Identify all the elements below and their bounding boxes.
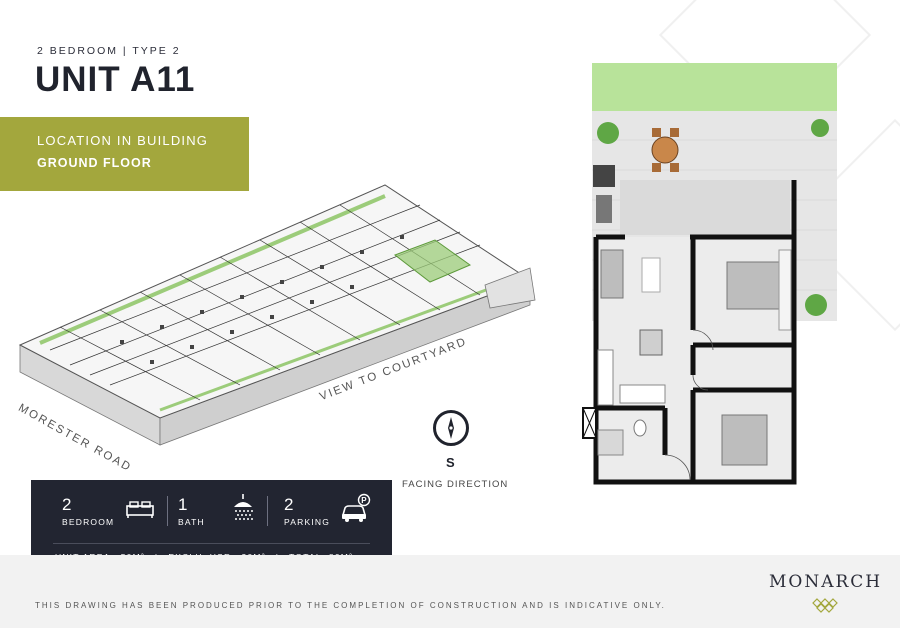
landscape-strip bbox=[39, 194, 386, 345]
stats-divider-line bbox=[53, 543, 370, 544]
page-title: UNIT A11 bbox=[35, 60, 196, 99]
bedroom-count: 2 bbox=[62, 495, 72, 514]
floor-plan-walls bbox=[593, 180, 797, 485]
outdoor-table bbox=[651, 136, 679, 164]
brand-logo-text: MONARCH bbox=[769, 572, 883, 592]
unit-floor-plan bbox=[582, 63, 837, 485]
storage-unit bbox=[596, 195, 612, 223]
highlighted-unit bbox=[393, 239, 472, 283]
bedroom-label: BEDROOM bbox=[62, 517, 115, 527]
outdoor-chair bbox=[652, 128, 661, 137]
outdoor-chair bbox=[670, 128, 679, 137]
rug bbox=[641, 257, 661, 293]
building-isometric-drawing bbox=[18, 184, 536, 446]
bath-count: 1 bbox=[178, 495, 188, 514]
plant-icon bbox=[805, 294, 827, 316]
svg-text:P: P bbox=[361, 496, 367, 505]
facing-direction-value: S bbox=[446, 455, 455, 470]
kitchen-island bbox=[619, 384, 666, 404]
landscape-strip bbox=[159, 281, 506, 412]
door-swing bbox=[692, 374, 709, 391]
bed-icon bbox=[126, 501, 154, 518]
plant-icon bbox=[811, 119, 829, 137]
door-swing bbox=[664, 454, 691, 481]
shower bbox=[597, 429, 624, 456]
location-value: GROUND FLOOR bbox=[37, 156, 152, 170]
dining-table bbox=[639, 329, 663, 356]
toilet bbox=[633, 419, 647, 437]
wardrobe bbox=[778, 249, 792, 331]
kitchen-bench bbox=[597, 349, 614, 406]
bed-second bbox=[721, 414, 768, 466]
parking-label: PARKING bbox=[284, 517, 331, 527]
plant-icon bbox=[597, 122, 619, 144]
stat-bedroom: 2 BEDROOM bbox=[62, 495, 114, 527]
alfresco-area bbox=[620, 180, 790, 235]
car-parking-icon: P bbox=[341, 493, 371, 522]
bed-master bbox=[726, 261, 782, 310]
location-box: LOCATION IN BUILDING GROUND FLOOR bbox=[0, 117, 249, 191]
bbq-unit bbox=[593, 165, 615, 187]
apartment-fixtures bbox=[120, 235, 404, 364]
door-swing bbox=[692, 329, 714, 351]
compass-icon bbox=[433, 410, 469, 446]
shower-icon bbox=[234, 494, 253, 520]
lawn-area bbox=[592, 63, 837, 111]
compass-needle-icon bbox=[448, 417, 454, 439]
facing-direction-label: FACING DIRECTION bbox=[402, 479, 509, 490]
outdoor-chair bbox=[652, 163, 661, 172]
outdoor-chair bbox=[670, 163, 679, 172]
brand-logo-mark-icon bbox=[812, 598, 838, 613]
location-label: LOCATION IN BUILDING bbox=[37, 133, 209, 148]
disclaimer-text: THIS DRAWING HAS BEEN PRODUCED PRIOR TO … bbox=[35, 601, 666, 610]
stat-divider bbox=[267, 496, 268, 526]
stat-parking: 2 PARKING bbox=[284, 495, 330, 527]
driveway-ramp bbox=[484, 267, 536, 309]
bath-label: BATH bbox=[178, 517, 205, 527]
footer-band bbox=[0, 555, 900, 628]
parking-count: 2 bbox=[284, 495, 294, 514]
sofa bbox=[600, 249, 624, 299]
stat-divider bbox=[167, 496, 168, 526]
stat-bath: 1 BATH bbox=[178, 495, 205, 527]
unit-subtitle: 2 BEDROOM | TYPE 2 bbox=[37, 45, 181, 57]
